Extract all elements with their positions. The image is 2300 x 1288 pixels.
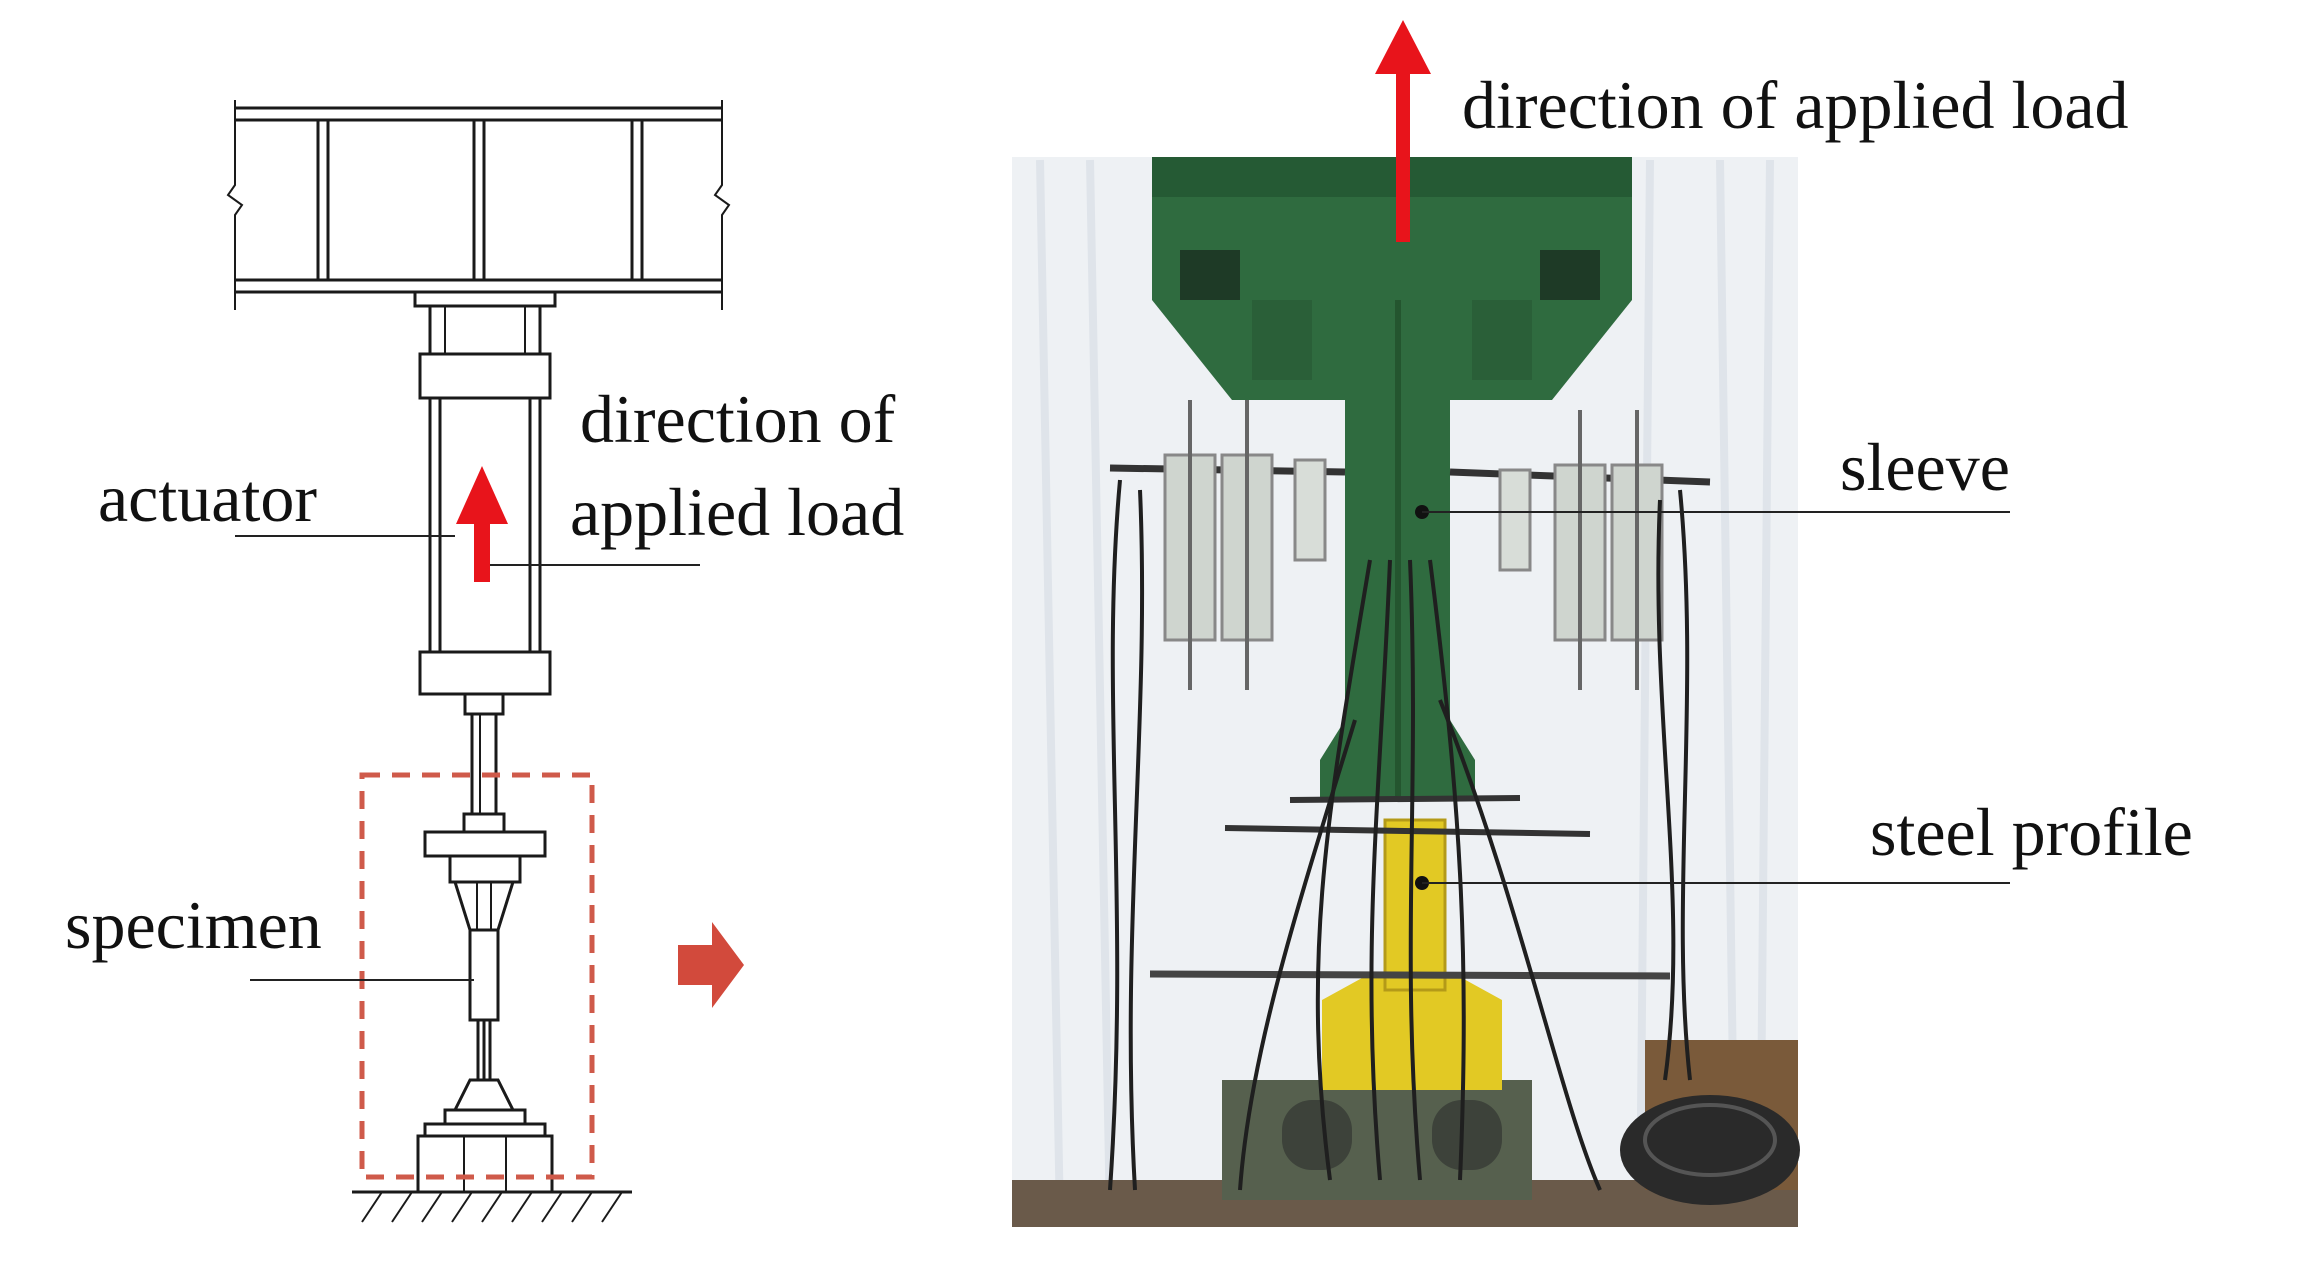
actuator-label: actuator [98,460,317,536]
right-arrow-icon [678,922,744,1008]
cables [1108,479,1692,1191]
actuator-body [413,290,557,816]
specimen-highlight-box [359,772,595,1180]
schematic-drawing: actuator direction of applied load speci… [65,100,904,1223]
left-load-label-line1: direction of [580,381,896,457]
sleeve-label: sleeve [1840,429,2010,505]
top-load-label: direction of applied load [1462,67,2129,143]
ground-support [352,1190,632,1223]
specimen-label: specimen [65,887,322,963]
reaction-beam [226,100,731,310]
test-photo [1012,20,2010,1227]
steel-profile-label: steel profile [1870,794,2193,870]
up-arrow-icon [456,466,508,582]
left-load-label-line2: applied load [570,474,904,550]
specimen-assembly [416,812,554,1194]
instrumentation [1109,400,1711,980]
up-arrow-icon [1375,20,1431,242]
